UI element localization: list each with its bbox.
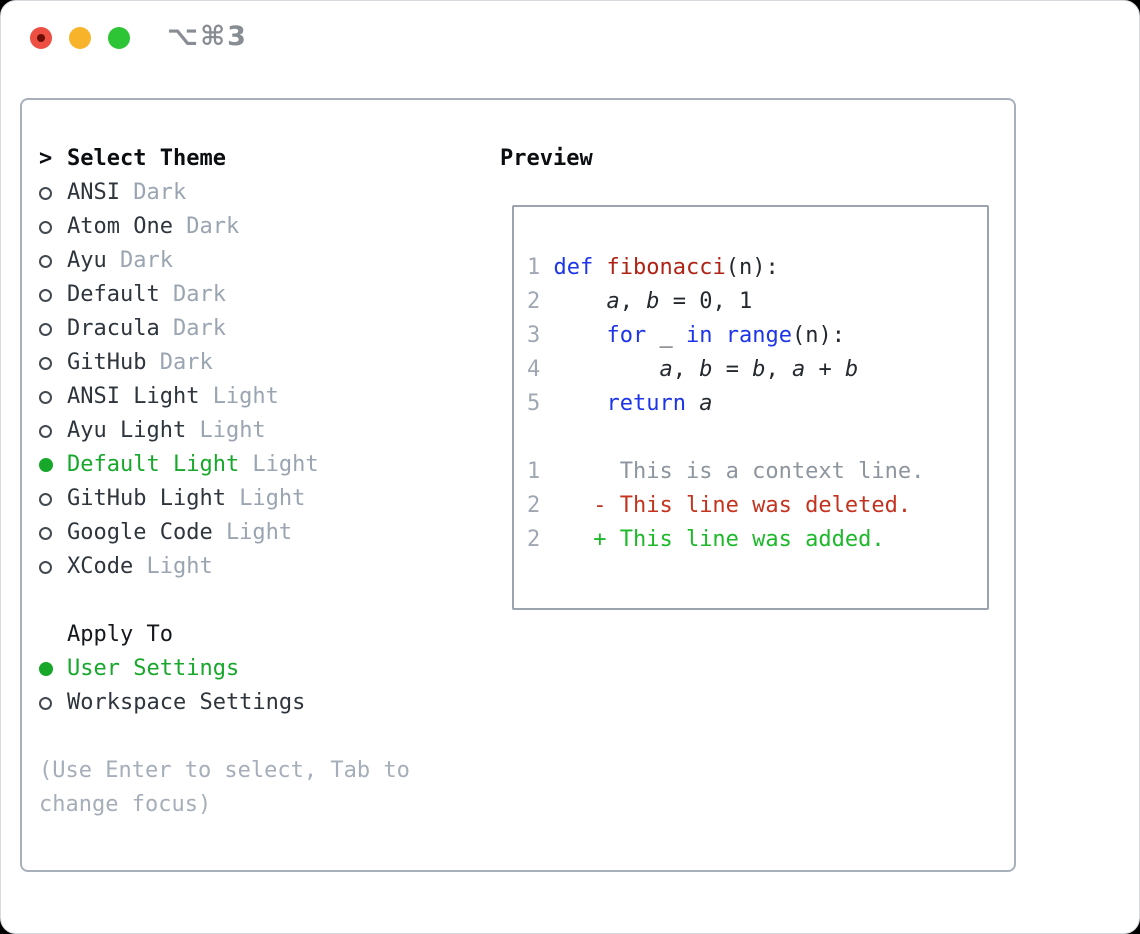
theme-option[interactable]: GitHub Dark xyxy=(39,346,479,380)
theme-variant: Dark xyxy=(172,282,226,307)
preview-code: 1 def fibonacci(n): 2 a, b = 0, 1 3 for _ … xyxy=(527,251,987,557)
theme-option[interactable]: Ayu Light Light xyxy=(39,414,479,448)
line-number: 2 xyxy=(527,289,541,314)
section-gap xyxy=(39,584,479,618)
line-number: 2 xyxy=(527,493,541,518)
theme-option[interactable]: Dracula Dark xyxy=(39,312,479,346)
code-line: 1 This is a context line. xyxy=(527,459,925,484)
hint-text-line1: (Use Enter to select, Tab to xyxy=(39,758,410,783)
line-number: 2 xyxy=(527,527,541,552)
hint-text-line2: change focus) xyxy=(39,792,212,817)
theme-option[interactable]: GitHub Light Light xyxy=(39,482,479,516)
apply-to-title: Apply To xyxy=(67,622,173,647)
focus-caret-icon: > xyxy=(39,146,53,171)
code-line: 5 return a xyxy=(527,391,713,416)
theme-variant: Light xyxy=(252,452,319,477)
code-line: 3 for _ in range(n): xyxy=(527,323,845,348)
radio-icon xyxy=(39,696,52,710)
theme-variant: Light xyxy=(146,554,213,579)
zoom-button[interactable] xyxy=(108,27,130,49)
select-theme-header: > Select Theme xyxy=(39,142,479,176)
window-controls xyxy=(30,27,130,49)
theme-list: > Select Theme ANSI Dark Atom One Dark A… xyxy=(39,142,479,822)
line-number: 1 xyxy=(527,459,541,484)
line-number: 1 xyxy=(527,255,541,280)
code-line xyxy=(527,421,987,455)
theme-variant: Dark xyxy=(159,350,213,375)
radio-icon xyxy=(39,526,52,540)
theme-option[interactable]: ANSI Dark xyxy=(39,176,479,210)
radio-selected-icon xyxy=(39,662,53,676)
line-number: 5 xyxy=(527,391,541,416)
radio-icon xyxy=(39,560,52,574)
theme-variant: Light xyxy=(239,486,306,511)
radio-icon xyxy=(39,322,52,336)
code-line: 2 a, b = 0, 1 xyxy=(527,289,753,314)
select-theme-title: Select Theme xyxy=(67,146,226,171)
radio-icon xyxy=(39,220,52,234)
theme-variant: Dark xyxy=(133,180,187,205)
minimize-button[interactable] xyxy=(69,27,91,49)
theme-variant: Light xyxy=(225,520,293,545)
apply-option-workspace-settings[interactable]: Workspace Settings xyxy=(39,686,479,720)
theme-variant: Light xyxy=(212,384,279,409)
theme-option[interactable]: ANSI Light Light xyxy=(39,380,479,414)
theme-option[interactable]: Default Dark xyxy=(39,278,479,312)
radio-icon xyxy=(39,288,52,302)
radio-icon xyxy=(39,492,52,506)
theme-option[interactable]: Default Light Light xyxy=(39,448,479,482)
preview-title: Preview xyxy=(500,146,593,171)
theme-option[interactable]: Atom One Dark xyxy=(39,210,479,244)
preview-box: 1 def fibonacci(n): 2 a, b = 0, 1 3 for _ … xyxy=(512,205,989,610)
close-dot-icon xyxy=(37,34,45,42)
radio-icon xyxy=(39,424,52,438)
line-number: 3 xyxy=(527,323,541,348)
theme-variant: Dark xyxy=(172,316,226,341)
theme-option[interactable]: XCode Light xyxy=(39,550,479,584)
theme-variant: Light xyxy=(199,418,266,443)
radio-icon xyxy=(39,254,52,268)
code-line: 2 + This line was added. xyxy=(527,527,885,552)
close-button[interactable] xyxy=(30,27,52,49)
code-line: 2 - This line was deleted. xyxy=(527,493,912,518)
code-line: 4 a, b = b, a + b xyxy=(527,357,859,382)
code-line: 1 def fibonacci(n): xyxy=(527,255,779,280)
theme-option[interactable]: Ayu Dark xyxy=(39,244,479,278)
radio-icon xyxy=(39,186,52,200)
theme-variant: Dark xyxy=(119,248,173,273)
theme-variant: Dark xyxy=(186,214,240,239)
radio-selected-icon xyxy=(39,458,53,472)
radio-icon xyxy=(39,390,52,404)
line-number: 4 xyxy=(527,357,541,382)
apply-to-header: Apply To xyxy=(39,618,479,652)
theme-selector-panel: > Select Theme ANSI Dark Atom One Dark A… xyxy=(20,98,1016,872)
theme-option[interactable]: Google Code Light xyxy=(39,516,479,550)
section-gap xyxy=(39,720,479,754)
radio-icon xyxy=(39,356,52,370)
apply-option-user-settings[interactable]: User Settings xyxy=(39,652,479,686)
shortcut-label: ⌥⌘3 xyxy=(167,21,248,52)
